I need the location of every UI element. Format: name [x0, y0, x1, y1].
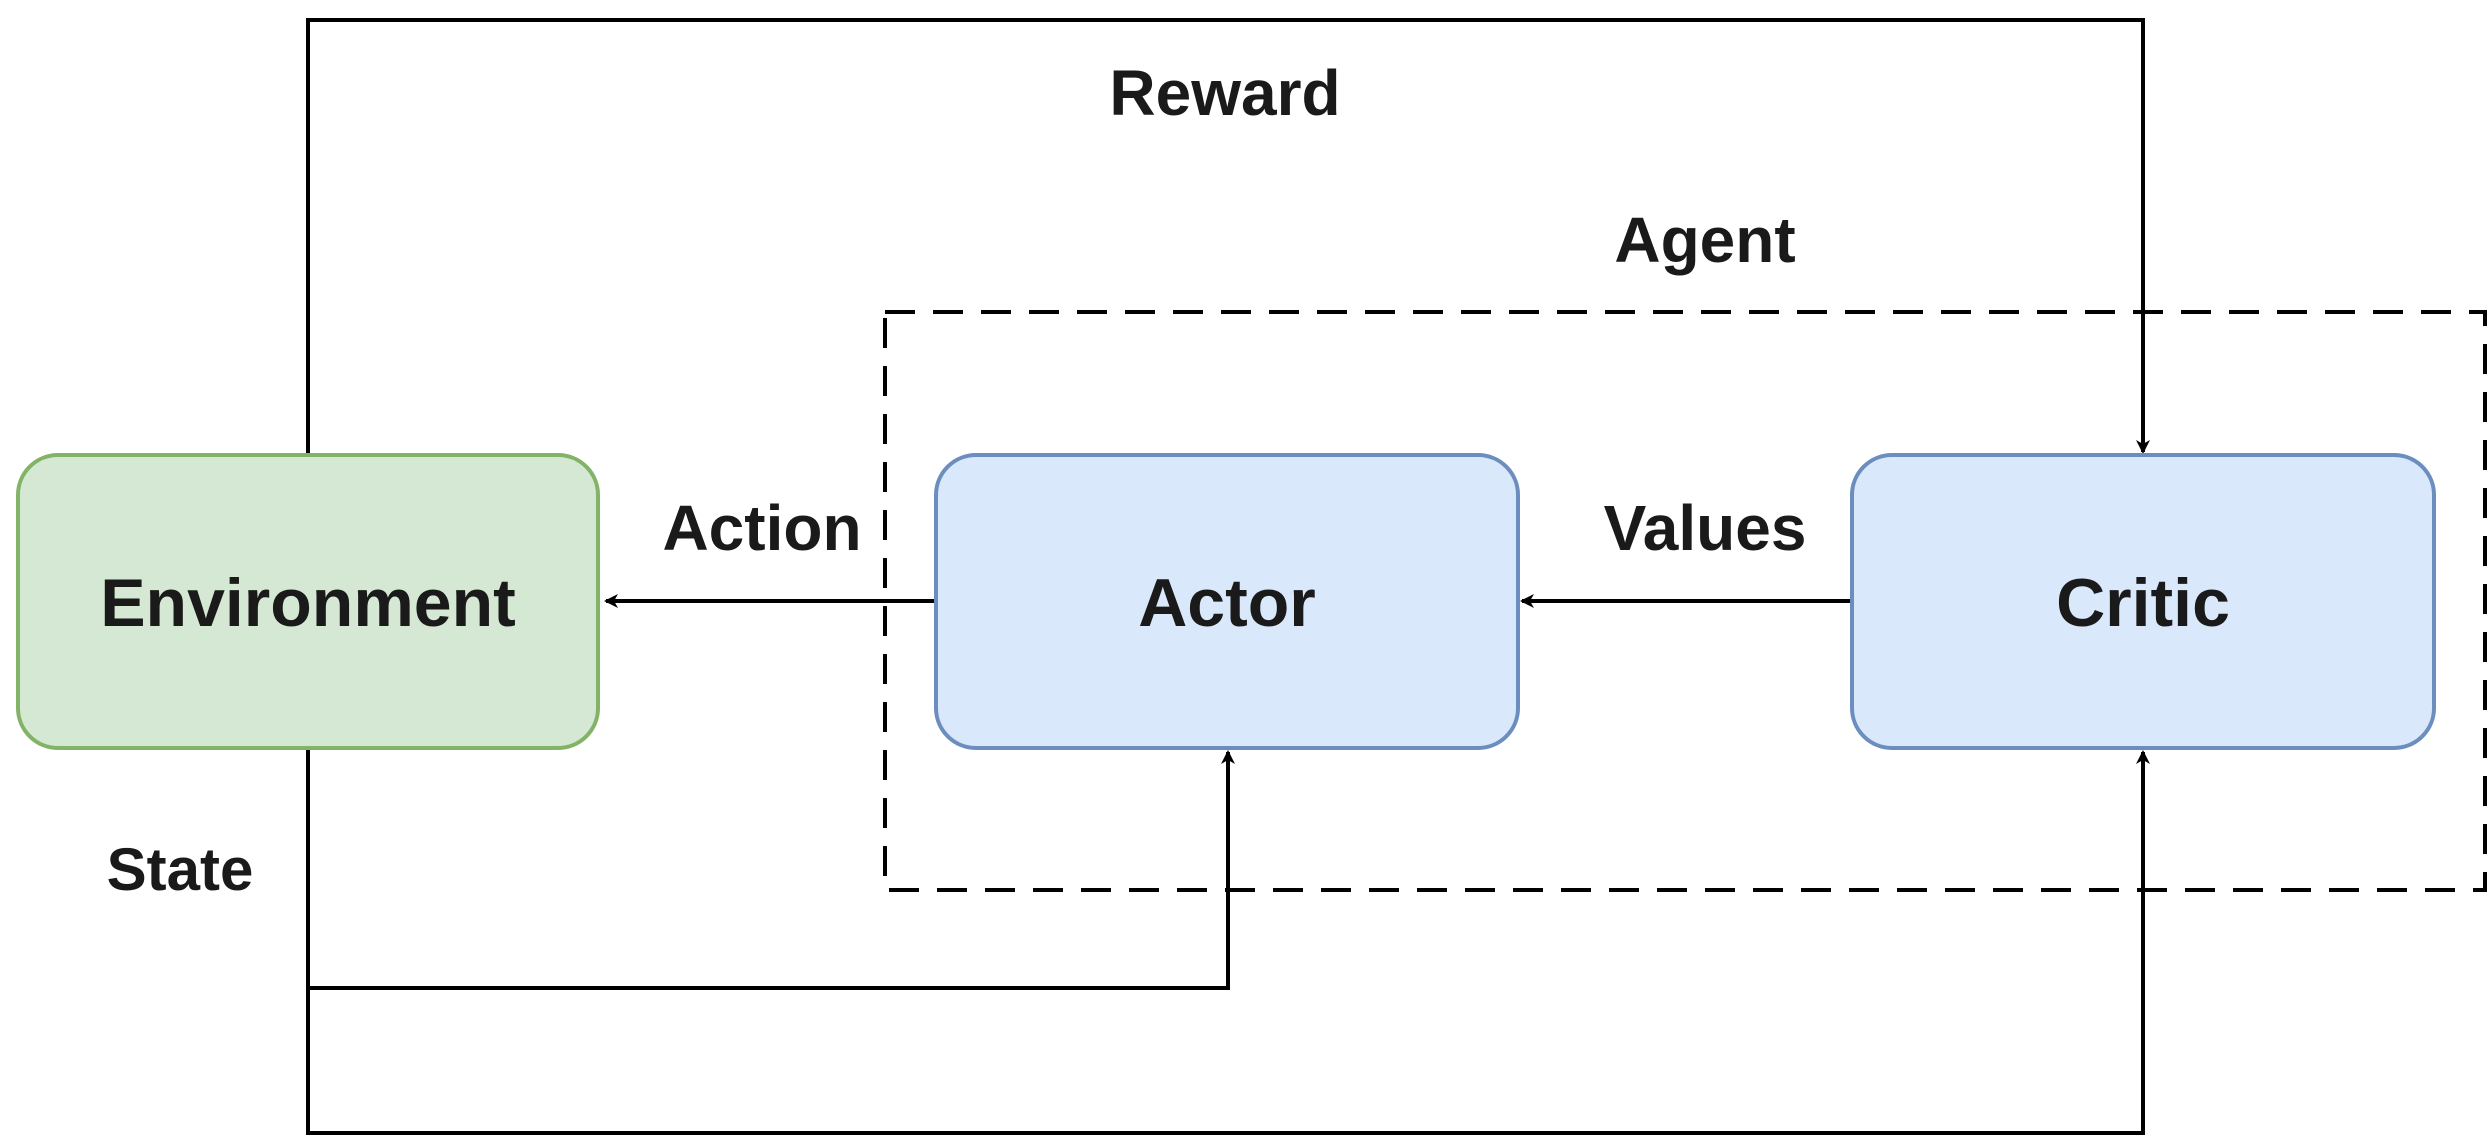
reward-edge	[306, 18, 2150, 455]
agent-group-label: Agent	[1614, 204, 1795, 276]
state-edge-to-actor	[306, 748, 1235, 990]
environment-node: Environment	[16, 453, 600, 750]
agent-group-boundary	[883, 310, 2487, 892]
state-edge-label: State	[107, 836, 254, 903]
actor-label: Actor	[1138, 565, 1316, 641]
actor-box	[934, 453, 1520, 750]
critic-box	[1850, 453, 2436, 750]
environment-label: Environment	[100, 565, 516, 641]
environment-box	[16, 453, 600, 750]
actor-node: Actor	[934, 453, 1520, 750]
values-edge-label: Values	[1604, 492, 1807, 564]
action-edge-label: Action	[662, 492, 861, 564]
state-edge-to-critic	[306, 750, 2150, 1135]
reward-edge-label: Reward	[1109, 57, 1340, 129]
critic-label: Critic	[2056, 565, 2230, 641]
critic-node: Critic	[1850, 453, 2436, 750]
